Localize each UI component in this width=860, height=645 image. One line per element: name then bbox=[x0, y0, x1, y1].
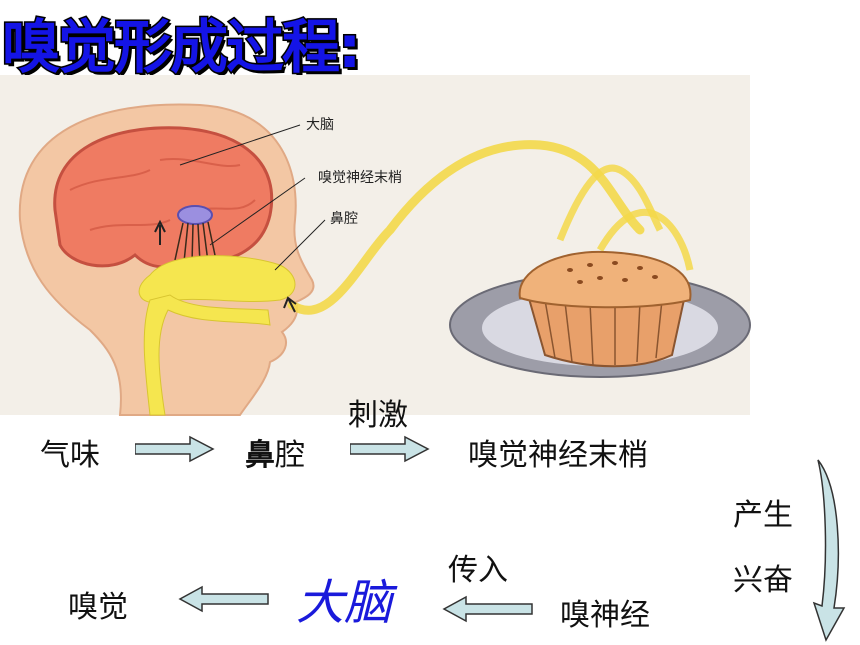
flow-excite: 兴奋 bbox=[733, 563, 793, 598]
arrow-right-1 bbox=[135, 435, 215, 463]
flow-nasal-rest: 腔 bbox=[275, 438, 305, 473]
label-brain: 大脑 bbox=[306, 117, 334, 133]
flow-stimulate: 刺激 bbox=[348, 398, 408, 433]
olfaction-illustration bbox=[0, 75, 751, 416]
flow-nasal-cavity: 鼻腔 bbox=[245, 430, 305, 474]
flow-odor: 气味 bbox=[40, 438, 100, 473]
arrow-right-2 bbox=[350, 435, 430, 463]
page-title: 嗅觉形成过程: bbox=[0, 12, 362, 83]
airway bbox=[143, 294, 271, 416]
flow-brain: 大脑 bbox=[296, 575, 393, 631]
flow-produce: 产生 bbox=[733, 498, 793, 533]
flow-olfactory-nerve: 嗅神经 bbox=[560, 598, 650, 633]
brain-shape bbox=[53, 126, 274, 269]
flow-nerve-endings: 嗅觉神经末梢 bbox=[468, 438, 648, 473]
muffin-top bbox=[518, 250, 692, 309]
label-olfactory-nerve-endings: 嗅觉神经末梢 bbox=[318, 170, 402, 186]
flow-transmit: 传入 bbox=[448, 553, 508, 588]
flow-smell: 嗅觉 bbox=[68, 590, 128, 625]
flow-nasal-bold: 鼻 bbox=[245, 438, 275, 473]
label-nasal-cavity: 鼻腔 bbox=[330, 211, 358, 227]
olfactory-bulb bbox=[177, 205, 213, 225]
curved-down-arrow bbox=[812, 459, 846, 642]
arrow-left-1 bbox=[442, 595, 533, 623]
arrow-left-2 bbox=[178, 585, 269, 613]
